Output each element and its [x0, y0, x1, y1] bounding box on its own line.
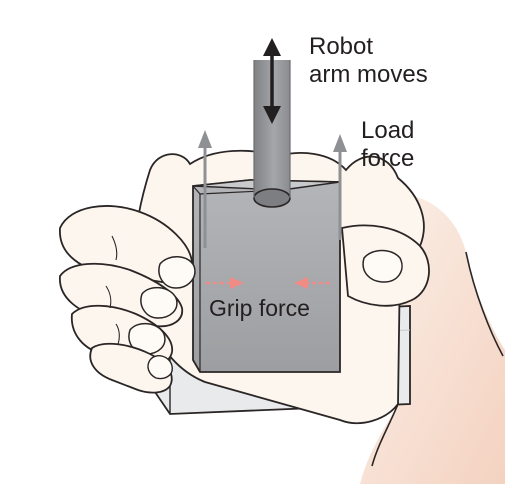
- robot-double-arrow: [263, 38, 281, 124]
- robot-label-line1: Robot: [309, 33, 374, 60]
- grip-force-label: Grip force: [209, 295, 310, 321]
- load-arrow-right: [333, 134, 347, 240]
- load-arrow-left: [198, 130, 212, 248]
- load-label-line2: force: [361, 145, 415, 172]
- load-block: [192, 179, 341, 373]
- fingers: [59, 205, 196, 394]
- wrist-outline: [371, 403, 399, 467]
- knuckle-creases: [105, 235, 120, 345]
- robot-label-line2: arm moves: [309, 61, 428, 88]
- thumbnail: [362, 249, 403, 283]
- grip-arrow-left: [206, 277, 244, 289]
- robot-arm-label: Robot arm moves: [309, 33, 428, 89]
- load-force-label: Load force: [361, 117, 414, 173]
- forearm-outline: [465, 251, 504, 357]
- grip-arrow-right: [294, 277, 330, 289]
- load-label-line1: Load: [361, 117, 415, 144]
